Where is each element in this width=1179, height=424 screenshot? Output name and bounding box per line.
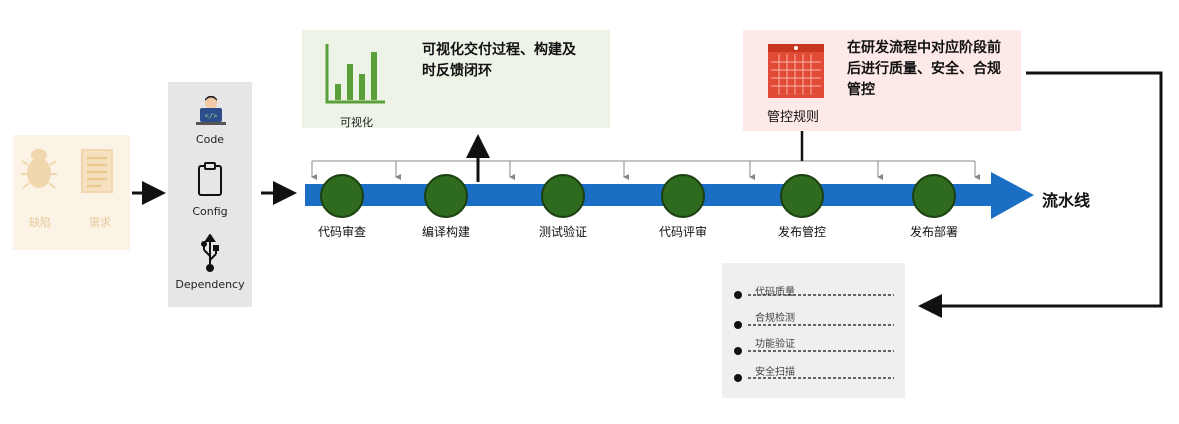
input-label-bug: 缺陷 <box>29 216 51 229</box>
visualization-text-line-1: 可视化交付过程、构建及 <box>422 42 576 58</box>
rules-text-line-3: 管控 <box>847 82 875 98</box>
bar-chart-icon <box>325 44 385 104</box>
check-item-compliance: 合规检测 <box>755 313 795 324</box>
stage-label-code-review: 代码审查 <box>317 225 366 239</box>
stage-label-test: 测试验证 <box>538 225 587 239</box>
stage-label-release-control: 发布管控 <box>777 225 826 239</box>
rule-drop-ticks <box>311 161 980 180</box>
stage-label-build: 编译构建 <box>421 225 470 239</box>
stage-node-3 <box>541 174 585 218</box>
bug-icon <box>21 149 57 189</box>
developer-laptop-icon: </> <box>196 96 226 125</box>
svg-text:</>: </> <box>205 112 218 120</box>
visualization-panel: 可视化 可视化交付过程、构建及 时反馈闭环 <box>302 30 610 129</box>
arrow-rules-to-checklist <box>918 71 1163 318</box>
checklist-lines <box>734 291 894 382</box>
source-label-config: Config <box>192 205 228 218</box>
pipeline-label: 流水线 <box>1042 191 1091 210</box>
check-item-security-scan: 安全扫描 <box>755 367 795 378</box>
source-label-code: Code <box>195 133 225 146</box>
stage-node-2 <box>424 174 468 218</box>
stage-node-1 <box>320 174 364 218</box>
source-label-dependency: Dependency <box>175 278 245 291</box>
stage-label-peer-review: 代码评审 <box>658 225 707 239</box>
rules-text-line-2: 后进行质量、安全、合规 <box>847 61 1001 77</box>
check-item-code-quality: 代码质量 <box>755 287 795 298</box>
rules-label: 管控规则 <box>767 110 820 125</box>
stage-node-6 <box>912 174 956 218</box>
check-item-functional: 功能验证 <box>755 339 795 350</box>
visualization-text-line-2: 时反馈闭环 <box>422 63 492 79</box>
source-panel: </> Code Config Dependency <box>168 82 252 307</box>
calendar-grid-icon <box>768 44 824 98</box>
visualization-label: 可视化 <box>340 116 373 129</box>
document-icon <box>81 149 113 193</box>
input-label-requirement: 需求 <box>89 216 111 229</box>
clipboard-icon <box>198 162 222 196</box>
rules-text-line-1: 在研发流程中对应阶段前 <box>847 40 1001 56</box>
stage-node-4 <box>661 174 705 218</box>
stage-node-5 <box>780 174 824 218</box>
stage-label-deploy: 发布部署 <box>909 225 958 239</box>
rules-panel: 管控规则 在研发流程中对应阶段前 后进行质量、安全、合规 管控 <box>743 30 1021 131</box>
inputs-panel: 缺陷 需求 <box>13 135 130 250</box>
checklist-panel: 代码质量 合规检测 功能验证 安全扫描 <box>722 263 905 398</box>
usb-icon <box>201 234 219 272</box>
